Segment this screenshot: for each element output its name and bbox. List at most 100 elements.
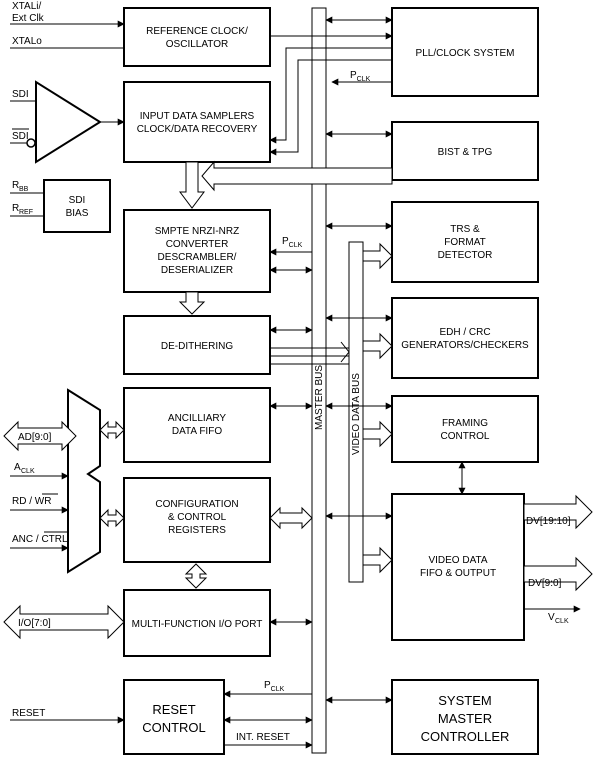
svg-text:CLK: CLK <box>555 618 569 625</box>
mux-fifo-arrow <box>99 420 125 440</box>
pin-io: I/O[7:0] <box>18 618 51 629</box>
config-io-arrow <box>184 563 208 589</box>
svg-text:CLK: CLK <box>21 468 35 475</box>
svg-text:CONTROLLER: CONTROLLER <box>421 729 510 744</box>
svg-text:RESET: RESET <box>12 708 45 719</box>
svg-text:MASTER: MASTER <box>438 711 492 726</box>
svg-text:CONFIGURATION: CONFIGURATION <box>155 499 238 510</box>
block-ref-clock: REFERENCE CLOCK/ OSCILLATOR <box>123 7 271 67</box>
pin-dv-low: DV[9:0] <box>528 578 562 589</box>
master-bus <box>311 7 327 754</box>
block-pll-clock-system: PLL/CLOCK SYSTEM <box>391 7 539 97</box>
block-input-samplers: INPUT DATA SAMPLERS CLOCK/DATA RECOVERY <box>123 81 271 163</box>
block-sdi-bias: SDI BIAS <box>43 179 111 233</box>
converter-pclk-label: PCLK <box>282 236 303 249</box>
pin-vclk: V CLK <box>548 612 569 625</box>
svg-text:BB: BB <box>19 186 29 193</box>
svg-text:BIST & TPG: BIST & TPG <box>438 147 493 158</box>
block-video-data-fifo: VIDEO DATA FIFO & OUTPUT <box>391 493 525 641</box>
svg-text:BIAS: BIAS <box>66 208 89 219</box>
dedither-data-arrowhead <box>340 341 350 363</box>
block-multi-function-io: MULTI-FUNCTION I/O PORT <box>123 589 271 657</box>
svg-text:DE-DITHERING: DE-DITHERING <box>161 341 233 352</box>
block-framing-control: FRAMING CONTROL <box>391 395 539 463</box>
block-system-master-controller: SYSTEM MASTER CONTROLLER <box>391 679 539 755</box>
svg-text:DESERIALIZER: DESERIALIZER <box>161 265 233 276</box>
pin-sdi-bar: SDI <box>12 131 29 142</box>
svg-text:DESCRAMBLER/: DESCRAMBLER/ <box>158 252 237 263</box>
svg-text:EDH / CRC: EDH / CRC <box>439 327 490 338</box>
svg-text:Ext Clk: Ext Clk <box>12 13 45 24</box>
block-de-dithering: DE-DITHERING <box>123 315 271 375</box>
bist-tpg-arrow <box>201 160 393 192</box>
svg-text:ANCILLIARY: ANCILLIARY <box>168 413 227 424</box>
svg-text:OSCILLATOR: OSCILLATOR <box>166 39 228 50</box>
svg-text:CONTROL: CONTROL <box>142 720 206 735</box>
config-bus-arrow <box>269 506 313 530</box>
pin-ad: AD[9:0] <box>18 432 52 443</box>
pin-rref: R REF <box>10 203 44 217</box>
svg-text:CONTROL: CONTROL <box>441 431 490 442</box>
svg-text:A: A <box>14 462 21 473</box>
svg-text:DATA FIFO: DATA FIFO <box>172 426 222 437</box>
svg-text:& CONTROL: & CONTROL <box>168 512 227 523</box>
svg-text:CLOCK/DATA RECOVERY: CLOCK/DATA RECOVERY <box>137 124 258 135</box>
vbus-to-framing-arrow <box>362 420 393 448</box>
dv-high-arrow <box>523 494 593 530</box>
pin-reset: RESET <box>10 708 125 724</box>
svg-text:TRS &: TRS & <box>450 224 480 235</box>
io-bus-arrow <box>3 604 125 640</box>
svg-text:INPUT DATA SAMPLERS: INPUT DATA SAMPLERS <box>140 111 255 122</box>
svg-text:XTALo: XTALo <box>12 36 42 47</box>
samplers-to-converter-arrow <box>179 161 205 209</box>
pin-xtali: XTALi/ Ext Clk <box>10 1 125 28</box>
svg-text:VIDEO DATA: VIDEO DATA <box>428 555 487 566</box>
pin-dv-high: DV[19:10] <box>526 516 571 527</box>
svg-text:PLL/CLOCK SYSTEM: PLL/CLOCK SYSTEM <box>416 48 515 59</box>
mux-config-arrow <box>99 508 125 528</box>
svg-text:GENERATORS/CHECKERS: GENERATORS/CHECKERS <box>401 340 529 351</box>
svg-text:CONVERTER: CONVERTER <box>166 239 229 250</box>
svg-text:MULTI-FUNCTION I/O PORT: MULTI-FUNCTION I/O PORT <box>132 619 263 630</box>
pin-aclk: A CLK <box>10 462 69 480</box>
pin-sdi: SDI <box>12 89 29 100</box>
svg-text:SMPTE NRZI-NRZ: SMPTE NRZI-NRZ <box>155 226 239 237</box>
block-edh-crc: EDH / CRC GENERATORS/CHECKERS <box>391 297 539 379</box>
block-reset-control: RESET CONTROL <box>123 679 225 755</box>
pin-anc-ctrl: ANC / CTRL <box>10 531 69 552</box>
svg-text:RESET: RESET <box>152 702 195 717</box>
svg-text:REGISTERS: REGISTERS <box>168 525 226 536</box>
block-ancilliary-fifo: ANCILLIARY DATA FIFO <box>123 387 271 463</box>
sdi-input-buffer <box>10 80 125 164</box>
pin-rd-wr: RD / WR <box>10 493 69 514</box>
svg-text:SYSTEM: SYSTEM <box>438 693 491 708</box>
pll-to-samplers-clk <box>269 47 392 144</box>
svg-text:R: R <box>12 180 19 191</box>
svg-text:V: V <box>548 612 555 623</box>
ad-bus-arrow <box>3 420 77 452</box>
pll-to-samplers-clk2 <box>269 59 392 156</box>
pin-rbb: R BB <box>10 180 44 194</box>
svg-text:XTALi/: XTALi/ <box>12 1 41 12</box>
block-trs-format-detector: TRS & FORMAT DETECTOR <box>391 201 539 283</box>
svg-text:R: R <box>12 203 19 214</box>
block-bist-tpg: BIST & TPG <box>391 121 539 181</box>
dv-low-arrow <box>523 556 593 592</box>
vbus-to-vfifo-arrow <box>362 546 393 574</box>
block-converter: SMPTE NRZI-NRZ CONVERTER DESCRAMBLER/ DE… <box>123 209 271 293</box>
video-data-bus-label: VIDEO DATA BUS <box>351 373 362 455</box>
video-data-bus <box>348 241 364 583</box>
vbus-to-trs-arrow <box>362 242 393 270</box>
svg-text:SDI: SDI <box>69 195 86 206</box>
converter-to-dedither-arrow <box>178 291 206 315</box>
pin-xtalo: XTALo <box>10 36 124 49</box>
master-bus-label: MASTER BUS <box>314 365 325 430</box>
anc-mux <box>67 388 101 574</box>
svg-text:RD / WR: RD / WR <box>12 496 51 507</box>
svg-text:REF: REF <box>19 209 33 216</box>
block-config-registers: CONFIGURATION & CONTROL REGISTERS <box>123 477 271 563</box>
int-reset-label: INT. RESET <box>236 732 290 743</box>
pll-pclk-label: PCLK <box>350 70 371 83</box>
svg-text:FORMAT: FORMAT <box>444 237 485 248</box>
